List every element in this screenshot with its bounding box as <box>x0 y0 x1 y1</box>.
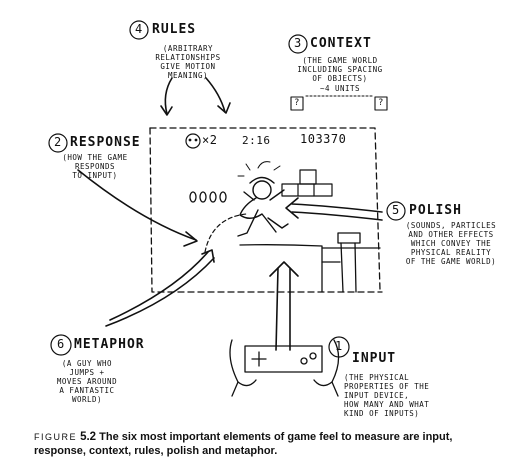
rules-note: (ARBITRARY RELATIONSHIPS GIVE MOTION MEA… <box>155 44 221 80</box>
figure-number: 5.2 <box>80 431 97 443</box>
hud-score: 103370 <box>300 132 347 146</box>
controller-icon <box>229 339 340 397</box>
game-screen-frame <box>149 127 383 293</box>
spacing-label: ~4 UNITS <box>319 84 361 93</box>
question-block-right: ? <box>378 98 384 108</box>
polish-title: POLISH <box>409 203 462 218</box>
metaphor-number: 6 <box>57 337 65 351</box>
rules-number: 4 <box>135 22 143 36</box>
jump-trajectory <box>204 213 247 253</box>
hud-lives: ×2 <box>202 133 218 147</box>
context-title: CONTEXT <box>310 36 372 51</box>
rules-title: RULES <box>152 22 197 37</box>
context-note: (THE GAME WORLD INCLUDING SPACING OF OBJ… <box>297 56 383 83</box>
lives-face-icon <box>185 133 201 149</box>
ground-terrain <box>239 232 381 293</box>
metaphor-note: (A GUY WHO JUMPS + MOVES AROUND A FANTAS… <box>56 359 118 404</box>
response-number: 2 <box>54 135 62 149</box>
context-number: 3 <box>294 36 302 50</box>
metaphor-title: METAPHOR <box>74 337 145 352</box>
figure-label: FIGURE <box>34 432 78 442</box>
spacing-diagram <box>290 95 388 111</box>
caption-text: The six most important elements of game … <box>34 431 453 457</box>
input-number: 1 <box>335 339 343 353</box>
motion-particles <box>237 161 281 177</box>
figure-caption: FIGURE 5.2 The six most important elemen… <box>34 430 504 458</box>
coin-row <box>189 191 227 203</box>
polish-number: 5 <box>392 203 400 217</box>
polish-note: (SOUNDS, PARTICLES AND OTHER EFFECTS WHI… <box>405 221 497 266</box>
brick-blocks <box>281 169 333 197</box>
hud-time: 2:16 <box>242 134 271 147</box>
response-note: (HOW THE GAME RESPONDS TO INPUT) <box>62 153 128 180</box>
arrows <box>77 77 383 351</box>
input-title: INPUT <box>352 351 397 366</box>
question-block-left: ? <box>294 98 300 108</box>
response-title: RESPONSE <box>70 135 141 150</box>
input-note: (THE PHYSICAL PROPERTIES OF THE INPUT DE… <box>344 373 430 418</box>
jumping-character <box>237 176 289 237</box>
